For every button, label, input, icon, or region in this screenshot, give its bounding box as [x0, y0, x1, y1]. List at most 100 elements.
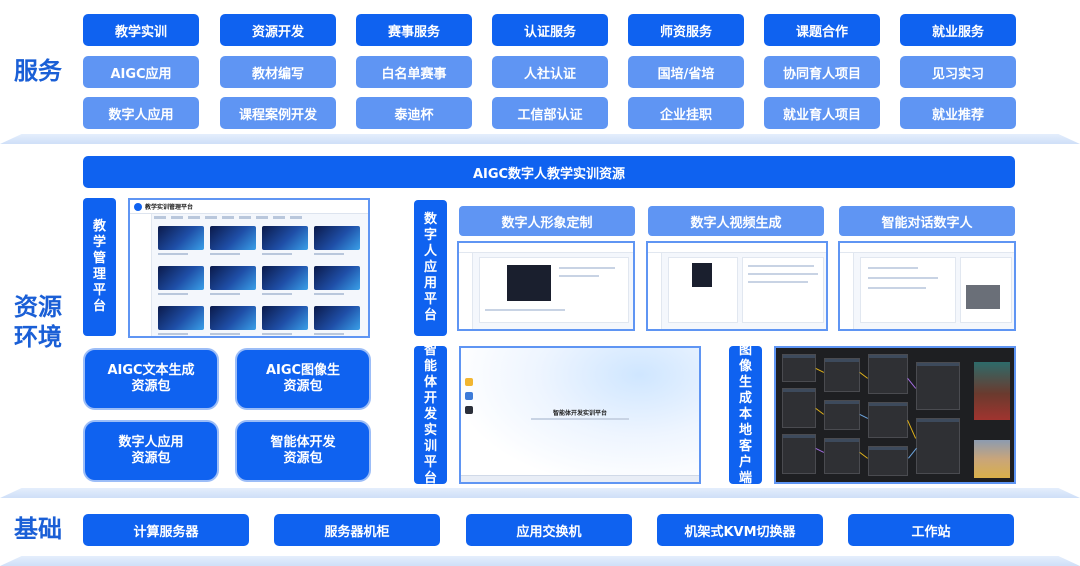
app-topbar — [840, 243, 1014, 253]
service-button-row2-1[interactable]: AIGC应用 — [83, 56, 199, 88]
text-line — [868, 287, 926, 289]
agent-screen-title: 智能体开发实训平台 — [552, 410, 607, 417]
service-button-row1-3[interactable]: 赛事服务 — [356, 14, 472, 46]
service-button-row3-5[interactable]: 企业挂职 — [628, 97, 744, 129]
course-tile-caption — [210, 253, 240, 255]
package-aigc-text[interactable]: AIGC文本生成 资源包 — [83, 348, 219, 410]
foundation-item-4[interactable]: 机架式KVM切换器 — [657, 514, 823, 546]
course-tile-caption — [262, 293, 292, 295]
workflow-node[interactable] — [824, 438, 860, 474]
digital-human-platform-label-text: 数字人应用平台 — [423, 212, 437, 323]
dialogue-avatar-screenshot — [838, 241, 1016, 331]
package-aigc-image[interactable]: AIGC图像生 资源包 — [235, 348, 371, 410]
workflow-node[interactable] — [782, 434, 816, 474]
course-tile-caption — [158, 253, 188, 255]
services-band — [0, 134, 1080, 144]
foundation-item-3[interactable]: 应用交换机 — [466, 514, 632, 546]
image-client-label-text: 图像生成本地客户端 — [738, 343, 752, 486]
service-button-row1-1[interactable]: 教学实训 — [83, 14, 199, 46]
service-button-row2-5[interactable]: 国培/省培 — [628, 56, 744, 88]
app-topbar — [459, 243, 633, 253]
workflow-node[interactable] — [782, 388, 816, 428]
course-tile[interactable] — [262, 306, 308, 330]
app-panel — [742, 257, 824, 323]
image-client-label: 图像生成本地客户端 — [729, 343, 762, 486]
foundation-item-1[interactable]: 计算服务器 — [83, 514, 249, 546]
foundation-item-2[interactable]: 服务器机柜 — [274, 514, 440, 546]
course-tile-caption — [158, 293, 188, 295]
service-button-row1-2[interactable]: 资源开发 — [220, 14, 336, 46]
text-line — [748, 265, 814, 267]
course-tile-caption — [314, 253, 344, 255]
workflow-node-header — [917, 363, 959, 366]
teaching-platform-screenshot: 教学实训管理平台 — [128, 198, 370, 338]
service-button-row2-4[interactable]: 人社认证 — [492, 56, 608, 88]
workflow-node-header — [783, 435, 815, 438]
course-tile[interactable] — [210, 226, 256, 250]
teaching-platform-label: 教学管理平台 — [83, 198, 116, 336]
mgmt-tabs — [154, 216, 364, 222]
workflow-node[interactable] — [868, 446, 908, 476]
workflow-node[interactable] — [868, 354, 908, 394]
course-tile[interactable] — [210, 306, 256, 330]
app-sidebar — [840, 243, 854, 329]
service-button-row3-4[interactable]: 工信部认证 — [492, 97, 608, 129]
service-button-row2-2[interactable]: 教材编写 — [220, 56, 336, 88]
course-tile[interactable] — [158, 266, 204, 290]
avatar-customization-screenshot — [457, 241, 635, 331]
image-client-screenshot — [774, 346, 1016, 484]
feature-dialogue-avatar[interactable]: 智能对话数字人 — [839, 206, 1015, 236]
course-tile[interactable] — [262, 266, 308, 290]
service-button-row3-7[interactable]: 就业推荐 — [900, 97, 1016, 129]
course-tile[interactable] — [314, 306, 360, 330]
course-tile[interactable] — [210, 266, 256, 290]
service-button-row1-4[interactable]: 认证服务 — [492, 14, 608, 46]
service-button-row1-7[interactable]: 就业服务 — [900, 14, 1016, 46]
package-digital-human[interactable]: 数字人应用 资源包 — [83, 420, 219, 482]
package-agent-dev-label: 智能体开发 资源包 — [270, 435, 336, 466]
service-button-row3-6[interactable]: 就业育人项目 — [764, 97, 880, 129]
service-button-row2-3[interactable]: 白名单赛事 — [356, 56, 472, 88]
workflow-node[interactable] — [868, 402, 908, 438]
feature-video-generation[interactable]: 数字人视频生成 — [648, 206, 824, 236]
feature-avatar-customization[interactable]: 数字人形象定制 — [459, 206, 635, 236]
service-button-row1-5[interactable]: 师资服务 — [628, 14, 744, 46]
app-sidebar — [648, 243, 662, 329]
app-icon — [465, 378, 473, 386]
avatar-video-thumb — [507, 265, 551, 301]
package-agent-dev[interactable]: 智能体开发 资源包 — [235, 420, 371, 482]
app-sidebar — [459, 243, 473, 329]
course-tile[interactable] — [314, 266, 360, 290]
section-label-resources-text: 资源 环境 — [14, 293, 62, 351]
workflow-node[interactable] — [824, 358, 860, 392]
teaching-platform-label-text: 教学管理平台 — [92, 219, 106, 314]
workflow-node-header — [783, 355, 815, 358]
service-button-row3-1[interactable]: 数字人应用 — [83, 97, 199, 129]
course-tile-caption — [210, 293, 240, 295]
workflow-node-header — [825, 359, 859, 362]
service-button-row1-6[interactable]: 课题合作 — [764, 14, 880, 46]
video-generation-screenshot — [646, 241, 828, 331]
workflow-node[interactable] — [824, 400, 860, 430]
workflow-node[interactable] — [916, 418, 960, 474]
text-line — [559, 267, 615, 269]
course-tile-caption — [158, 333, 188, 335]
package-aigc-image-label: AIGC图像生 资源包 — [265, 363, 341, 394]
service-button-row2-6[interactable]: 协同育人项目 — [764, 56, 880, 88]
service-button-row2-7[interactable]: 见习实习 — [900, 56, 1016, 88]
service-button-row3-2[interactable]: 课程案例开发 — [220, 97, 336, 129]
course-tile[interactable] — [262, 226, 308, 250]
course-tile[interactable] — [314, 226, 360, 250]
foundation-band — [0, 556, 1080, 566]
course-tile[interactable] — [158, 306, 204, 330]
package-aigc-text-label: AIGC文本生成 资源包 — [107, 363, 195, 394]
workflow-node[interactable] — [916, 362, 960, 410]
workflow-node[interactable] — [782, 354, 816, 382]
package-digital-human-label: 数字人应用 资源包 — [118, 435, 184, 466]
avatar-photo — [966, 285, 1000, 309]
workflow-node-header — [825, 439, 859, 442]
service-button-row3-3[interactable]: 泰迪杯 — [356, 97, 472, 129]
course-tile[interactable] — [158, 226, 204, 250]
section-label-resources: 资源 环境 — [8, 292, 68, 352]
foundation-item-5[interactable]: 工作站 — [848, 514, 1014, 546]
